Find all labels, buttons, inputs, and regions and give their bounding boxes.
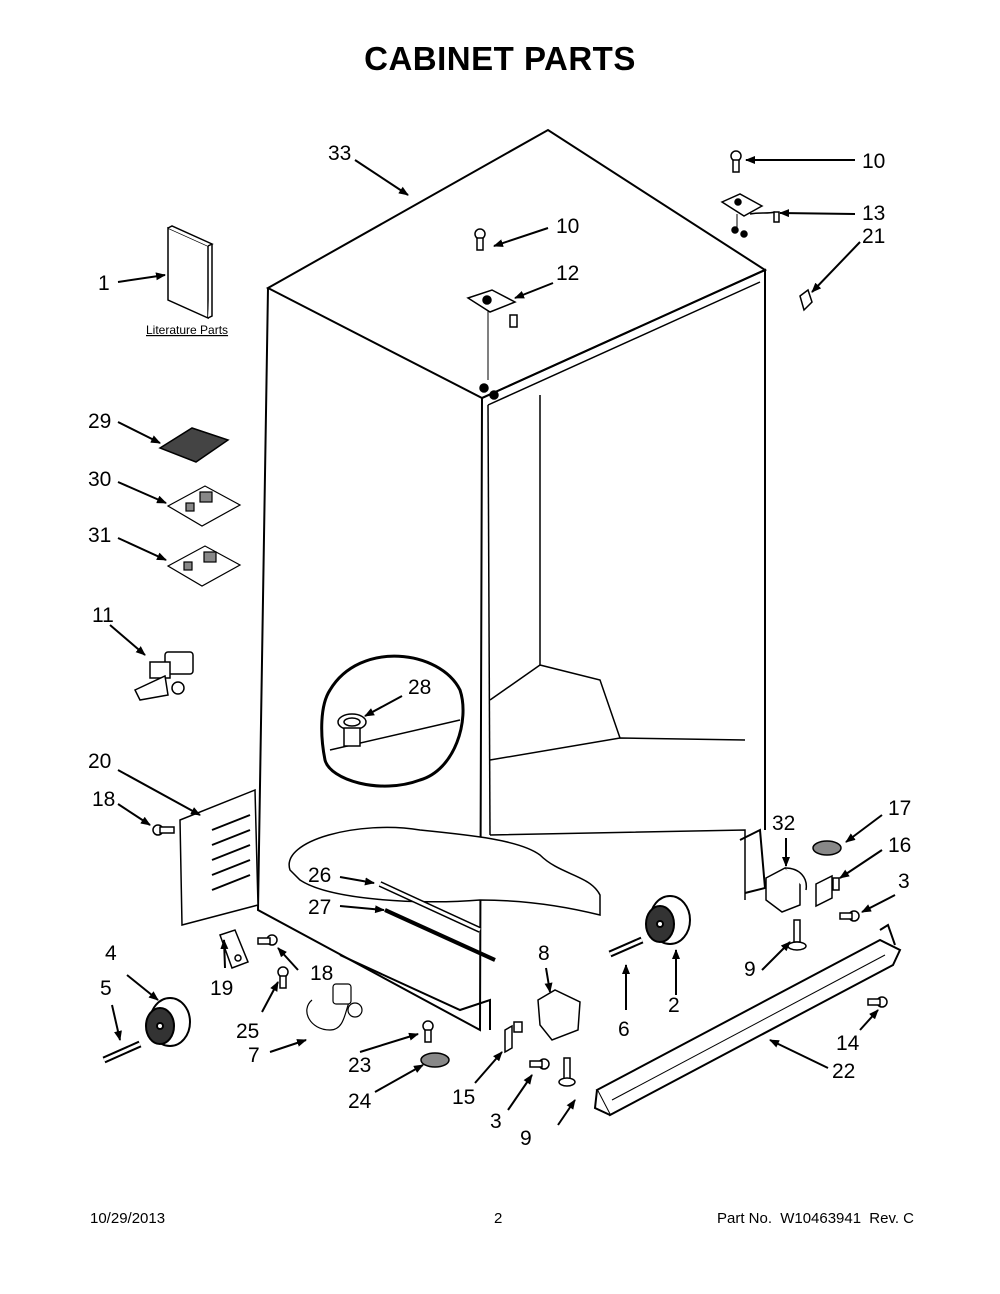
board-part-31	[166, 545, 242, 587]
bracket-part-16	[815, 874, 840, 908]
callout-12: 12	[556, 262, 579, 285]
screw-part-10-right	[730, 150, 742, 173]
callout-6: 6	[618, 1018, 630, 1041]
plate-part-24	[420, 1052, 450, 1068]
callout-22: 22	[832, 1060, 855, 1083]
top-hinge-part-13	[720, 193, 780, 238]
callout-28: 28	[408, 676, 431, 699]
footer-date: 10/29/2013	[90, 1210, 166, 1227]
callout-33: 33	[328, 142, 351, 165]
part-no-value: W10463941	[780, 1210, 862, 1227]
callout-29: 29	[88, 410, 111, 433]
callout-26: 26	[308, 864, 331, 887]
top-hinge-part-12	[466, 289, 518, 400]
axle-part-5	[102, 1040, 142, 1064]
callout-31: 31	[88, 524, 111, 547]
wheel-part-4	[145, 997, 191, 1047]
callout-21: 21	[862, 225, 885, 248]
wheel-part-2	[645, 895, 691, 945]
toe-grille-part-22	[593, 923, 902, 1117]
callout-2: 2	[668, 994, 680, 1017]
callout-13: 13	[862, 202, 885, 225]
callout-9-lower: 9	[520, 1127, 532, 1150]
callout-14: 14	[836, 1032, 860, 1055]
water-valve-part-11	[133, 651, 194, 701]
leveler-part-9-right	[787, 919, 807, 951]
clip-part-21	[799, 288, 813, 312]
callout-17: 17	[888, 797, 911, 820]
screw-part-18-lower	[257, 934, 278, 946]
callout-labels: 1 33 10 12 10 13 21 29 30 31 11 28 20 18…	[88, 142, 911, 1150]
callout-16: 16	[888, 834, 911, 857]
callout-32: 32	[772, 812, 795, 835]
part-no-label: Part No.	[716, 1210, 773, 1227]
board-part-30	[166, 485, 242, 527]
callout-1: 1	[98, 272, 110, 295]
callout-18-lower: 18	[310, 962, 333, 985]
hinge-bracket-part-32	[765, 867, 808, 913]
leveler-part-9-lower	[558, 1057, 576, 1087]
callout-7: 7	[248, 1044, 260, 1067]
bracket-part-15	[504, 1021, 523, 1054]
revision: Rev. C	[869, 1210, 914, 1227]
callout-19: 19	[210, 977, 233, 1000]
screw-part-3-right	[839, 910, 860, 922]
footer-page-number: 2	[494, 1210, 503, 1227]
screw-part-23	[422, 1020, 434, 1043]
literature-parts-label: Literature Parts	[146, 323, 228, 337]
cover-part-29	[158, 427, 230, 463]
callout-20: 20	[88, 750, 111, 773]
hinge-bracket-part-8	[537, 989, 581, 1041]
callout-11: 11	[92, 604, 114, 627]
screw-part-14	[867, 996, 888, 1008]
screw-part-3-lower	[529, 1058, 550, 1070]
callout-arrows	[109, 156, 896, 1126]
screw-part-18-upper	[152, 824, 175, 836]
callout-3-right: 3	[898, 870, 910, 893]
callout-18-upper: 18	[92, 788, 115, 811]
callout-24: 24	[348, 1090, 372, 1113]
footer-part-number: Part No. W10463941 Rev. C	[713, 1210, 914, 1227]
callout-27: 27	[308, 896, 331, 919]
callout-30: 30	[88, 468, 111, 491]
callout-8: 8	[538, 942, 550, 965]
callout-5: 5	[100, 977, 112, 1000]
plate-part-17	[812, 840, 842, 856]
callout-3-lower: 3	[490, 1110, 502, 1133]
callout-15: 15	[452, 1086, 475, 1109]
tube-part-27	[384, 908, 496, 962]
callout-10-right: 10	[862, 150, 885, 173]
callout-9-right: 9	[744, 958, 756, 981]
callout-23: 23	[348, 1054, 371, 1077]
page-title: CABINET PARTS	[364, 40, 636, 77]
rear-panel-part-20	[179, 788, 259, 926]
cabinet-33	[256, 128, 768, 1032]
callout-4: 4	[105, 942, 117, 965]
tube-part-26	[378, 881, 482, 933]
screw-part-10-center	[474, 228, 486, 251]
callout-10-center: 10	[556, 215, 579, 238]
literature-book-part-1	[167, 225, 214, 320]
drain-tube-part-7	[306, 983, 363, 1031]
screw-part-25	[277, 966, 289, 989]
callout-25: 25	[236, 1020, 259, 1043]
grommet-part-28	[337, 713, 367, 747]
axle-part-6	[608, 936, 644, 958]
